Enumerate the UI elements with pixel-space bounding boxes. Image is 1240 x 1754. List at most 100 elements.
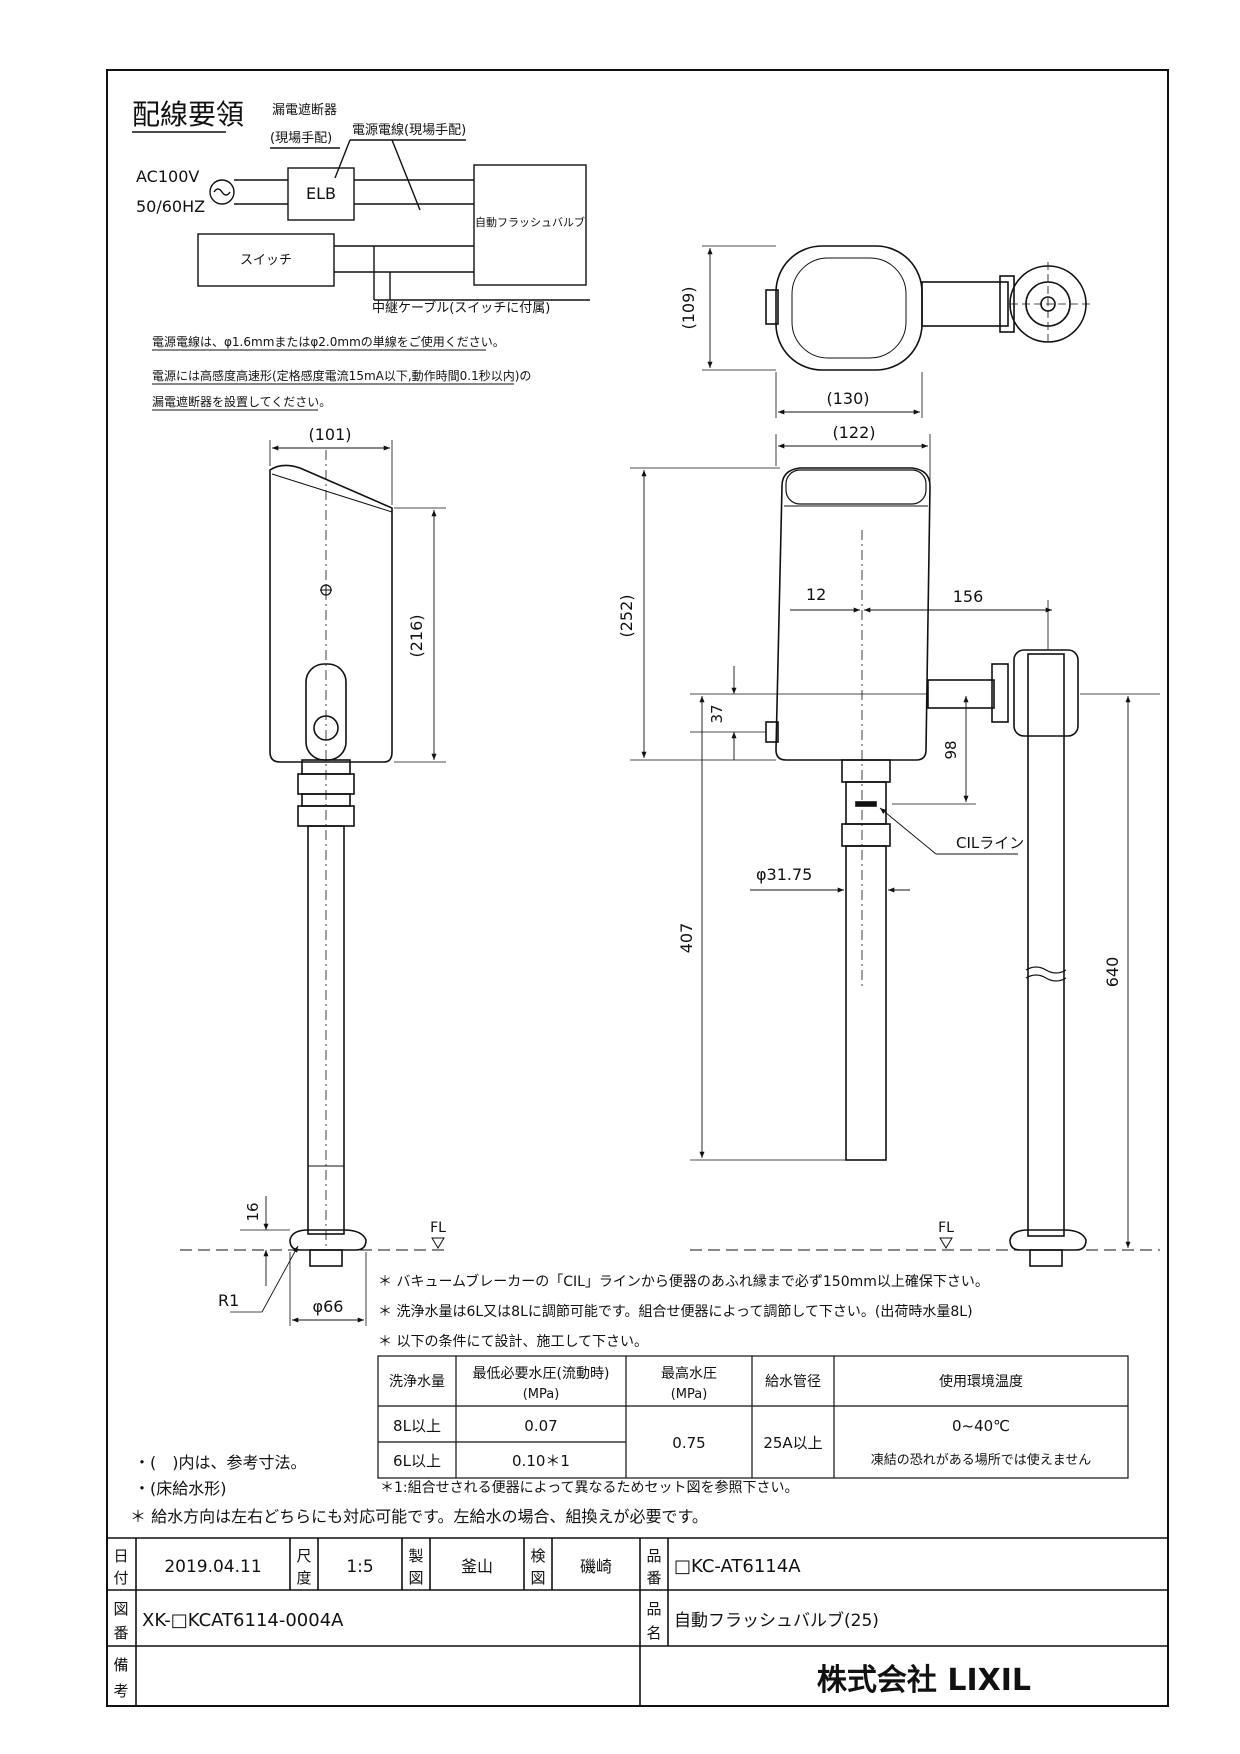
company-logo-text: 株式会社 LIXIL: [817, 1663, 1031, 1698]
tb-name-label-2: 名: [646, 1624, 661, 1642]
front-view-pipe: [845, 845, 887, 1161]
dim-offset-12: 12: [806, 585, 826, 604]
th-flush-volume: 洗浄水量: [389, 1374, 445, 1390]
dim-pipe-dia: φ31.75: [756, 865, 812, 884]
top-view-body: [775, 245, 923, 371]
front-view-body: [775, 467, 931, 761]
side-view-floor-flange: [289, 1229, 367, 1251]
elb-box-label: ELB: [306, 184, 336, 203]
ac-voltage: AC100V: [136, 167, 199, 186]
ac-source-symbol: [209, 179, 235, 205]
tb-drawn-label-1: 製: [408, 1547, 423, 1565]
notes: ＊ バキュームブレーカーの「CIL」ラインから便器のあふれ縁まで必ず150mm以…: [130, 1273, 989, 1526]
dim-side-width: (101): [308, 425, 351, 444]
dim-front-width: (122): [832, 423, 875, 442]
drawing-frame: [106, 69, 1169, 1707]
tb-part-no-label-1: 品: [646, 1547, 661, 1565]
note-supply-direction: ＊ 給水方向は左右どちらにも対応可能です。左給水の場合、組換えが必要です。: [130, 1507, 708, 1526]
dim-side-height: (216): [407, 614, 426, 657]
front-view-supply-pipe: [1027, 653, 1065, 1237]
power-cable-label: 電源電線(現場手配): [352, 122, 466, 138]
th-max-pressure-unit: (MPa): [671, 1387, 708, 1402]
cil-line-mark: [855, 801, 877, 807]
wiring-note-1: 電源電線は、φ1.6mmまたはφ2.0mmの単線をご使用ください。: [152, 334, 505, 349]
front-view-floor-flange: [1009, 1229, 1087, 1251]
switch-box-label: スイッチ: [240, 253, 292, 268]
tb-date: 2019.04.11: [164, 1557, 261, 1577]
th-min-pressure-unit: (MPa): [523, 1387, 560, 1402]
wiring-title: 配線要領: [132, 98, 244, 131]
switch-box: [197, 233, 335, 287]
side-view: (101) (216) 16 R1 φ66 FL: [180, 425, 446, 1326]
tb-check-label-2: 図: [530, 1569, 545, 1587]
elb-label: 漏電遮断器: [272, 102, 337, 118]
dim-sensor-37: 37: [708, 704, 726, 723]
td-temperature: 0~40℃: [952, 1417, 1010, 1435]
tb-checked-by: 磯崎: [580, 1557, 612, 1576]
tb-check-label-1: 検: [530, 1547, 545, 1565]
tb-drawing-number: XK-□KCAT6114-0004A: [142, 1610, 344, 1631]
dim-front-height: (252): [617, 594, 636, 637]
td-minp-8l: 0.07: [524, 1417, 557, 1435]
tb-date-label-2: 付: [113, 1569, 128, 1587]
tb-scale: 1:5: [346, 1557, 373, 1577]
tb-remarks-label-2: 考: [113, 1682, 128, 1700]
td-minp-6l: 0.10＊1: [512, 1452, 570, 1470]
note-vacuum-breaker: ＊ バキュームブレーカーの「CIL」ラインから便器のあふれ縁まで必ず150mm以…: [378, 1273, 989, 1290]
front-view: FL (122) (252) 12 156 37 98 CILライン φ31.7…: [617, 423, 1160, 1267]
tb-dwg-label-2: 番: [113, 1624, 128, 1642]
tb-date-label-1: 日: [113, 1547, 128, 1565]
dim-radius: R1: [218, 1291, 239, 1310]
note-conditions: ＊ 以下の条件にて設計、施工して下さい。: [378, 1333, 648, 1350]
tb-dwg-label-1: 図: [113, 1600, 128, 1618]
valve-box-label: 自動フラッシュバルブ: [475, 215, 585, 229]
dim-top-depth: (109): [679, 286, 698, 329]
wiring-note-2: 電源には高感度高速形(定格感度電流15mA以下,動作時間0.1秒以内)の: [152, 368, 531, 383]
tb-product-name: 自動フラッシュバルブ(25): [674, 1610, 879, 1631]
side-view-body: [269, 464, 393, 763]
fl-label-front: FL: [938, 1220, 954, 1236]
dim-top-width: (130): [826, 389, 869, 408]
side-view-pipe: [307, 825, 345, 1235]
td-temperature-note: 凍結の恐れがある場所では使えません: [871, 1452, 1092, 1468]
valve-box: [473, 164, 587, 286]
tb-scale-label-1: 尺: [296, 1547, 311, 1565]
tb-remarks-label-1: 備: [113, 1656, 128, 1674]
dim-offset-156: 156: [953, 587, 984, 606]
spec-table: 洗浄水量 最低必要水圧(流動時) (MPa) 最高水圧 (MPa) 給水管径 使…: [377, 1355, 1129, 1479]
fl-label-side: FL: [430, 1220, 446, 1236]
dim-height-640: 640: [1103, 957, 1122, 988]
tb-part-number: □KC-AT6114A: [674, 1556, 801, 1577]
td-flow-8l: 8L以上: [393, 1417, 441, 1435]
tb-name-label-1: 品: [646, 1600, 661, 1618]
th-min-pressure: 最低必要水圧(流動時): [473, 1366, 610, 1382]
top-view: (109) (130): [679, 245, 1090, 418]
td-pipe-size: 25A以上: [763, 1434, 822, 1452]
relay-cable-label: 中継ケーブル(スイッチに付属): [372, 300, 550, 316]
note-floor-supply: ・(床給水形): [134, 1479, 227, 1498]
tb-scale-label-2: 度: [296, 1569, 311, 1587]
dim-cil-98: 98: [942, 740, 960, 759]
ac-frequency: 50/60HZ: [136, 197, 205, 216]
th-max-pressure: 最高水圧: [661, 1365, 717, 1382]
wiring-note-3: 漏電遮断器を設置してください。: [152, 394, 331, 409]
dim-pipe-407: 407: [677, 923, 696, 954]
wiring-diagram: 配線要領 漏電遮断器 (現場手配) 電源電線(現場手配) AC100V 50/6…: [132, 98, 590, 411]
tb-part-no-label-2: 番: [646, 1569, 661, 1587]
title-block: 日 付 2019.04.11 尺 度 1:5 製 図 釜山 検 図 磯崎 品 番…: [107, 1537, 1168, 1706]
tb-drawn-by: 釜山: [461, 1557, 493, 1576]
td-flow-6l: 6L以上: [393, 1452, 441, 1470]
dim-flange-dia: φ66: [313, 1297, 344, 1316]
tb-drawn-label-2: 図: [408, 1569, 423, 1587]
elb-box: [287, 167, 355, 221]
th-pipe-size: 給水管径: [765, 1374, 821, 1390]
elb-label-note: (現場手配): [270, 131, 332, 146]
dim-flange-height: 16: [244, 1202, 262, 1221]
note-flush-volume: ＊ 洗浄水量は6L又は8Lに調節可能です。組合せ便器によって調節して下さい。(出…: [378, 1303, 973, 1320]
note-reference-dims: ・( )内は、参考寸法。: [134, 1453, 307, 1472]
th-temperature: 使用環境温度: [939, 1373, 1023, 1390]
note-footnote-1: ＊1:組合せされる便器によって異なるためセット図を参照下さい。: [380, 1479, 799, 1496]
td-max-pressure: 0.75: [672, 1434, 705, 1452]
cil-line-label: CILライン: [956, 834, 1024, 852]
